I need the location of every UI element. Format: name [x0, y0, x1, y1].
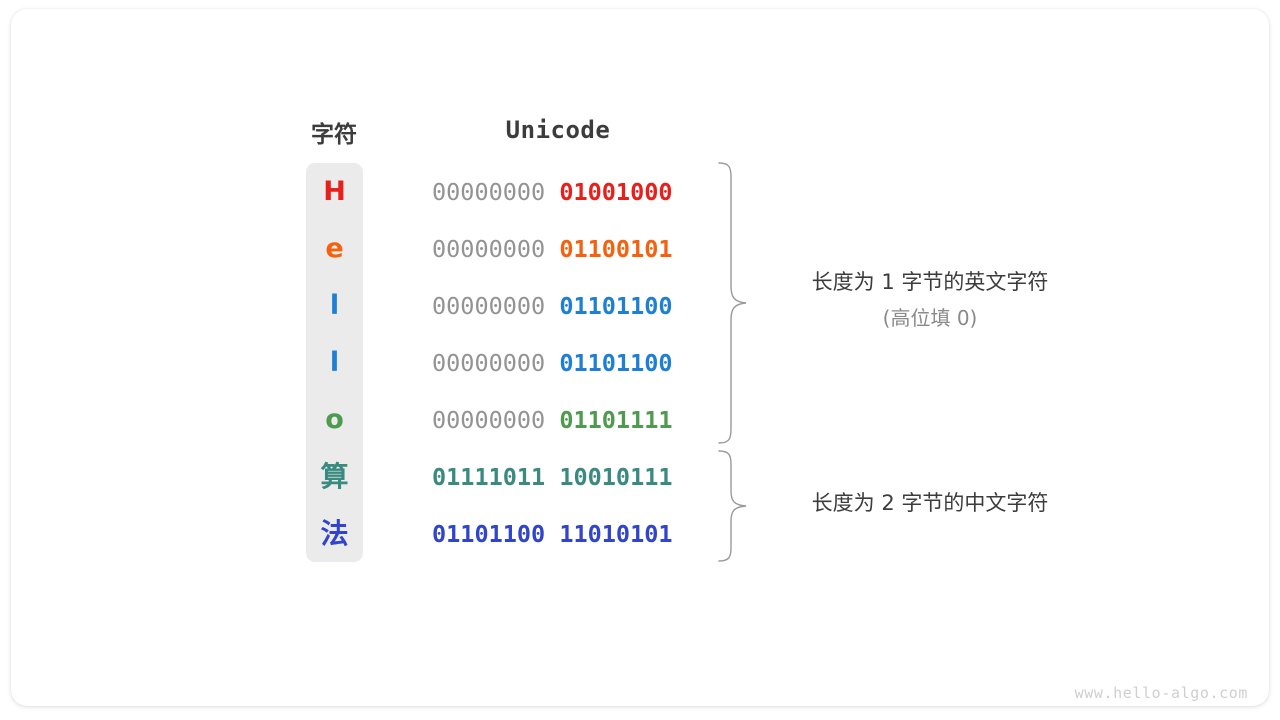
binary-low-byte: 01101100: [559, 348, 673, 377]
binary-separator: [545, 520, 559, 548]
annotation-single-byte-sub: (高位填 0): [882, 305, 978, 330]
annotation-single-byte: 长度为 1 字节的英文字符 (高位填 0): [770, 265, 1090, 335]
binary-low-byte: 01101100: [559, 291, 673, 320]
binary-separator: [545, 178, 559, 206]
character-glyph: e: [325, 233, 344, 264]
encoding-row: o 00000000 01101111: [306, 391, 706, 448]
binary-low-byte: 11010101: [559, 519, 673, 548]
character-glyph: l: [329, 290, 340, 321]
encoding-row: l 00000000 01101100: [306, 277, 706, 334]
unicode-binary: 00000000 01101100: [432, 334, 673, 391]
binary-high-byte: 00000000: [432, 291, 546, 320]
binary-separator: [545, 463, 559, 491]
unicode-binary: 00000000 01101111: [432, 391, 673, 448]
annotation-double-byte: 长度为 2 字节的中文字符: [770, 486, 1090, 522]
binary-low-byte: 01100101: [559, 234, 673, 263]
binary-separator: [545, 292, 559, 320]
binary-low-byte: 01001000: [559, 177, 673, 206]
binary-high-byte: 00000000: [432, 348, 546, 377]
unicode-binary: 00000000 01101100: [432, 277, 673, 334]
binary-low-byte: 10010111: [559, 462, 673, 491]
binary-high-byte: 01101100: [432, 519, 546, 548]
character-glyph: H: [323, 176, 346, 207]
binary-high-byte: 00000000: [432, 405, 546, 434]
encoding-row: e 00000000 01100101: [306, 220, 706, 277]
unicode-binary: 01101100 11010101: [432, 505, 673, 562]
unicode-binary: 00000000 01001000: [432, 163, 673, 220]
unicode-binary: 01111011 10010111: [432, 448, 673, 505]
encoding-row: H 00000000 01001000: [306, 163, 706, 220]
character-glyph: 法: [320, 516, 349, 550]
binary-high-byte: 00000000: [432, 177, 546, 206]
encoding-row: 算 01111011 10010111: [306, 448, 706, 505]
unicode-binary: 00000000 01100101: [432, 220, 673, 277]
character-glyph: 算: [320, 459, 349, 493]
binary-high-byte: 01111011: [432, 462, 546, 491]
column-header-unicode: Unicode: [505, 116, 611, 144]
column-header-character: 字符: [311, 122, 357, 148]
annotation-single-byte-main: 长度为 1 字节的英文字符: [811, 270, 1049, 294]
brace-double-byte: [718, 450, 747, 562]
character-column-panel: [306, 163, 363, 562]
binary-separator: [545, 406, 559, 434]
encoding-row: l 00000000 01101100: [306, 334, 706, 391]
figure-card: [11, 9, 1269, 706]
binary-high-byte: 00000000: [432, 234, 546, 263]
watermark-url: www.hello-algo.com: [1074, 684, 1248, 702]
brace-single-byte: [718, 162, 747, 444]
character-glyph: o: [325, 404, 344, 435]
annotation-double-byte-main: 长度为 2 字节的中文字符: [811, 491, 1049, 515]
binary-separator: [545, 235, 559, 263]
character-glyph: l: [329, 347, 340, 378]
binary-separator: [545, 349, 559, 377]
binary-low-byte: 01101111: [559, 405, 673, 434]
encoding-row: 法 01101100 11010101: [306, 505, 706, 562]
